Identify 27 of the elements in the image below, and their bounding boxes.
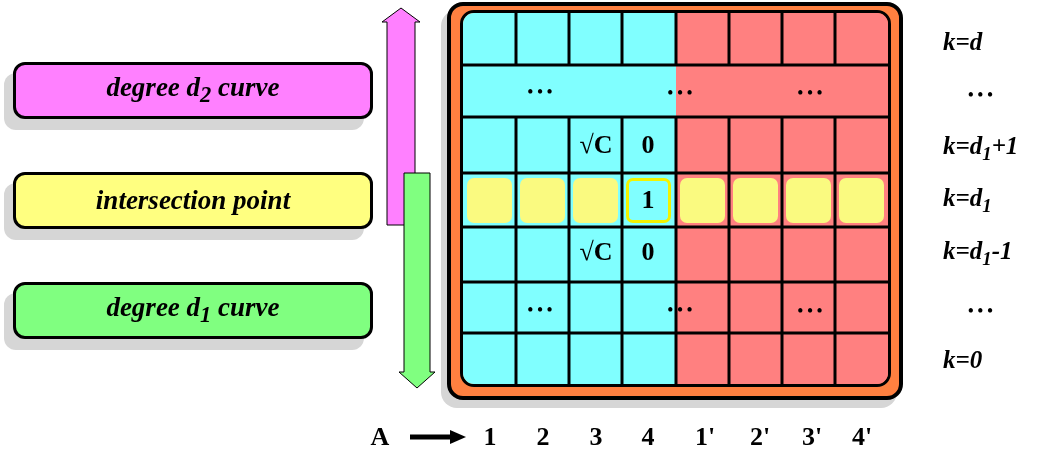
cell-value: 0 [641, 237, 655, 267]
column-label: 4 [641, 422, 655, 452]
column-label: 1 [483, 422, 497, 452]
row-label: k=d$_{1}$-1 [943, 236, 1013, 270]
column-label: 3' [801, 422, 823, 452]
row-label: k=d [943, 28, 983, 56]
column-label: 4' [851, 422, 873, 452]
cell-value: 0 [641, 130, 655, 160]
ellipsis: • • • [527, 301, 553, 319]
cell-value: √C [579, 130, 613, 160]
ellipsis: • • • [527, 83, 553, 101]
cell-value: 1 [641, 185, 655, 215]
row-label: k=d$_{1}$+1 [943, 131, 1019, 165]
ellipsis: • • • [968, 302, 993, 320]
axis-label: A [370, 422, 390, 452]
column-label: 3 [589, 422, 603, 452]
ellipsis: • • • [797, 84, 823, 102]
ellipsis: • • • [667, 84, 693, 102]
row-label: k=d$_{1}$ [943, 183, 992, 217]
column-label: 2 [536, 422, 550, 452]
ellipsis: • • • [797, 302, 823, 320]
column-label: 2' [749, 422, 771, 452]
row-label: k=0 [943, 346, 983, 374]
ellipsis: • • • [968, 86, 993, 104]
cell-value: √C [579, 237, 613, 267]
column-label: 1' [694, 422, 716, 452]
ellipsis: • • • [667, 301, 693, 319]
